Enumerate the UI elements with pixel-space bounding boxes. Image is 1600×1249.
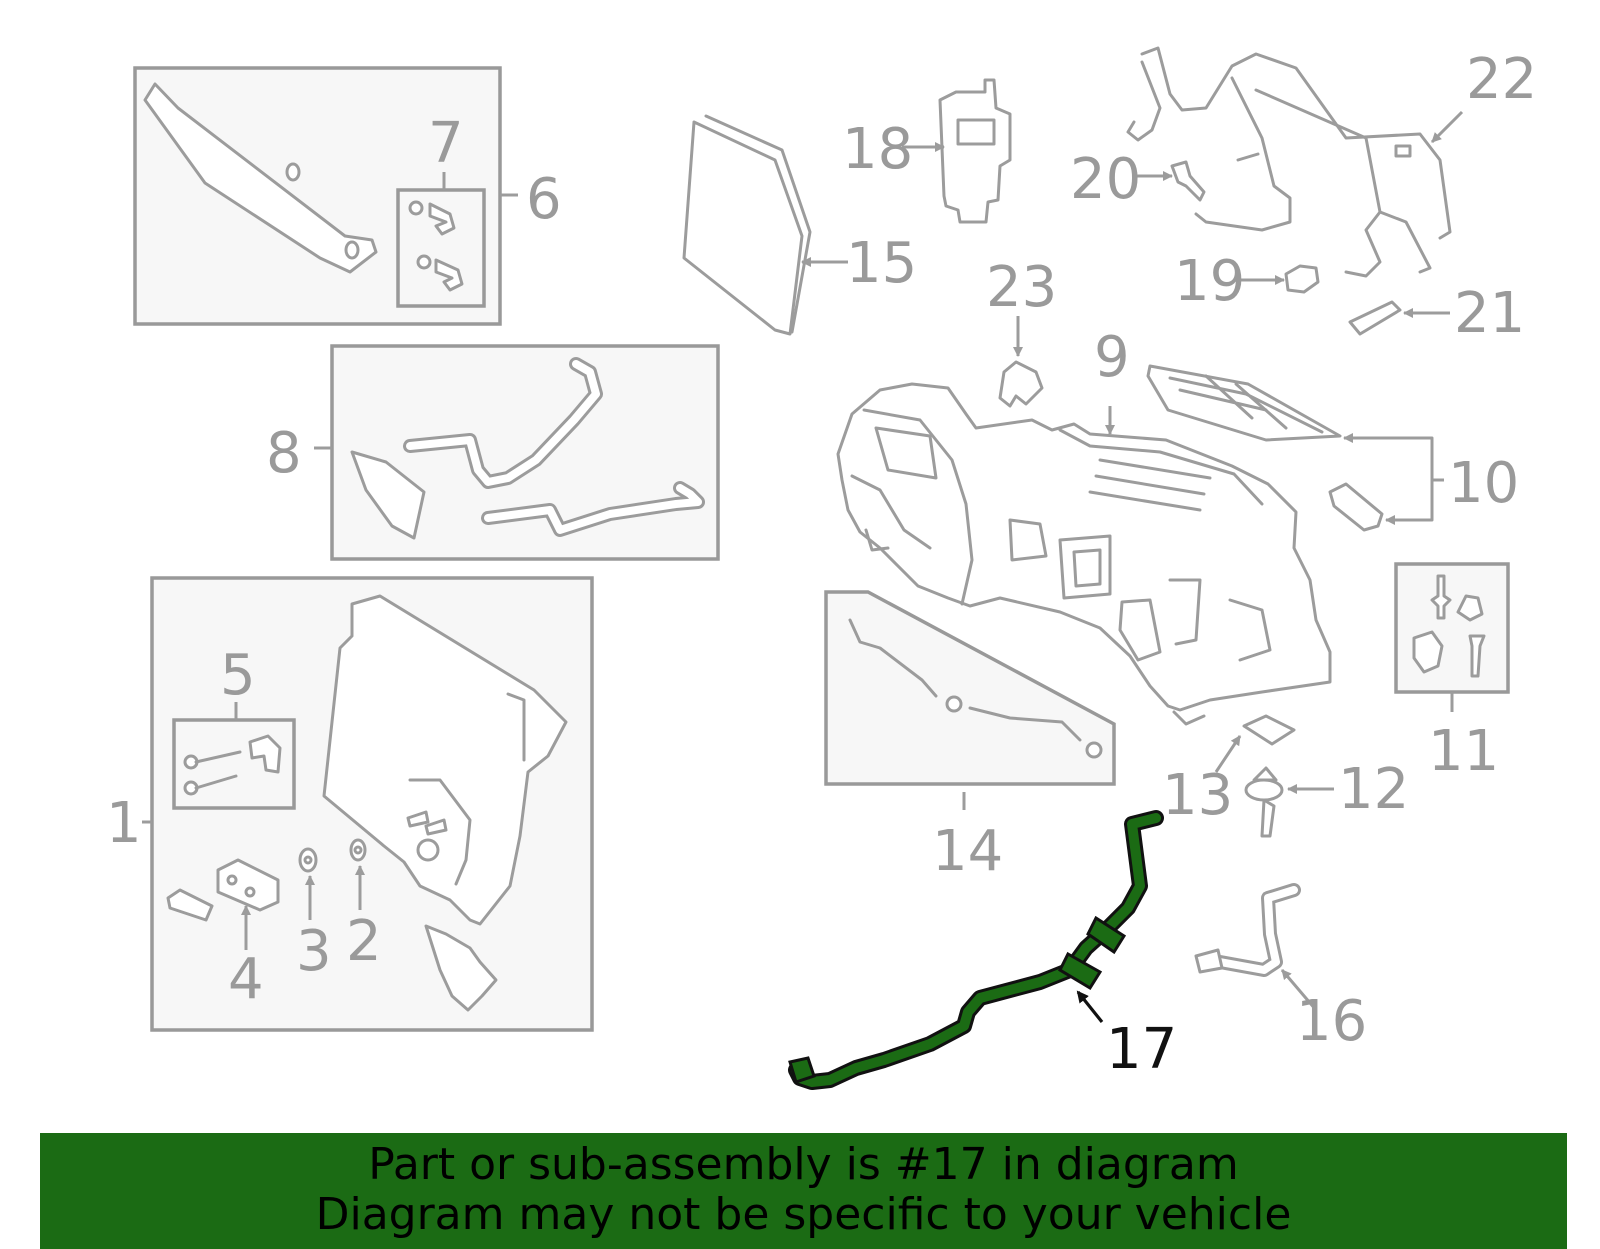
banner-line-2: Diagram may not be specific to your vehi… [315, 1189, 1292, 1240]
part-13-gasket [1214, 714, 1296, 773]
callout-8: 8 [266, 421, 302, 486]
callout-3: 3 [296, 919, 332, 984]
callout-22: 22 [1466, 47, 1537, 112]
part-22-harness [1126, 46, 1464, 278]
part-2-washer [349, 838, 367, 910]
part-group-14 [824, 590, 1116, 810]
part-20-bolt [1132, 160, 1206, 202]
callout-4: 4 [228, 947, 264, 1012]
callout-10: 10 [1448, 451, 1519, 516]
part-10-filters [1146, 364, 1444, 532]
part-12-grommet [1244, 766, 1334, 838]
callout-9: 9 [1094, 325, 1130, 390]
part-group-11 [1394, 562, 1510, 712]
part-group-6 [133, 66, 518, 326]
callout-14: 14 [932, 819, 1003, 884]
part-9-hvac-housing [836, 382, 1332, 726]
part-group-8 [314, 344, 720, 561]
info-banner: Part or sub-assembly is #17 in diagram D… [40, 1133, 1567, 1249]
callout-19: 19 [1174, 249, 1245, 314]
callout-2: 2 [346, 909, 382, 974]
part-17-tube-highlighted [788, 810, 1164, 1090]
part-3-washer [298, 847, 318, 920]
callout-7: 7 [428, 111, 464, 176]
callout-15: 15 [846, 231, 917, 296]
callout-16: 16 [1296, 989, 1367, 1054]
callout-11: 11 [1428, 719, 1499, 784]
callout-23: 23 [986, 255, 1057, 320]
bracket-part [143, 82, 378, 274]
part-18-module [902, 78, 1012, 224]
callout-6: 6 [526, 167, 562, 232]
part-23-sensor [998, 316, 1044, 408]
callout-12: 12 [1338, 757, 1409, 822]
part-21-clip [1348, 300, 1450, 336]
callout-20: 20 [1070, 147, 1141, 212]
banner-line-1: Part or sub-assembly is #17 in diagram [368, 1139, 1239, 1190]
callout-17: 17 [1106, 1017, 1177, 1082]
part-4-bracket [166, 858, 280, 950]
part-19-connector [1238, 264, 1320, 294]
callout-5: 5 [220, 643, 256, 708]
callout-1: 1 [106, 791, 142, 856]
part-group-5 [172, 702, 296, 810]
part-15-panel [682, 114, 848, 336]
callout-21: 21 [1454, 281, 1525, 346]
callout-18: 18 [842, 117, 913, 182]
part-16-tube [1194, 883, 1318, 1011]
callout-13: 13 [1162, 763, 1233, 828]
